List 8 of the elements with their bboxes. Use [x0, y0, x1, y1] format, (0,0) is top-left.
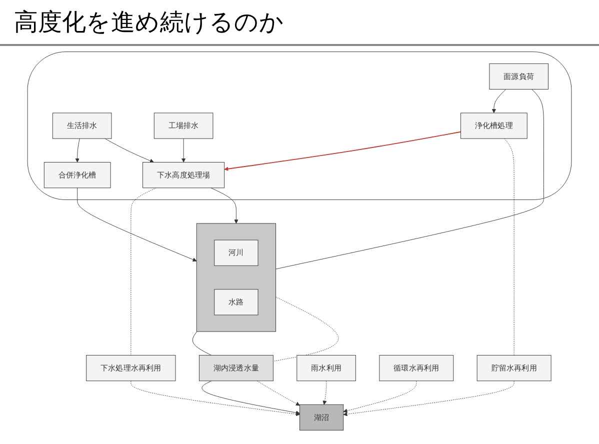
connector — [272, 296, 339, 362]
cluster — [27, 52, 572, 200]
connector — [192, 331, 212, 356]
arrow — [224, 131, 462, 171]
slide-title: 高度化を進め続けるのか — [0, 0, 599, 46]
cluster — [196, 223, 276, 332]
connector — [504, 138, 514, 356]
connector — [130, 188, 156, 356]
